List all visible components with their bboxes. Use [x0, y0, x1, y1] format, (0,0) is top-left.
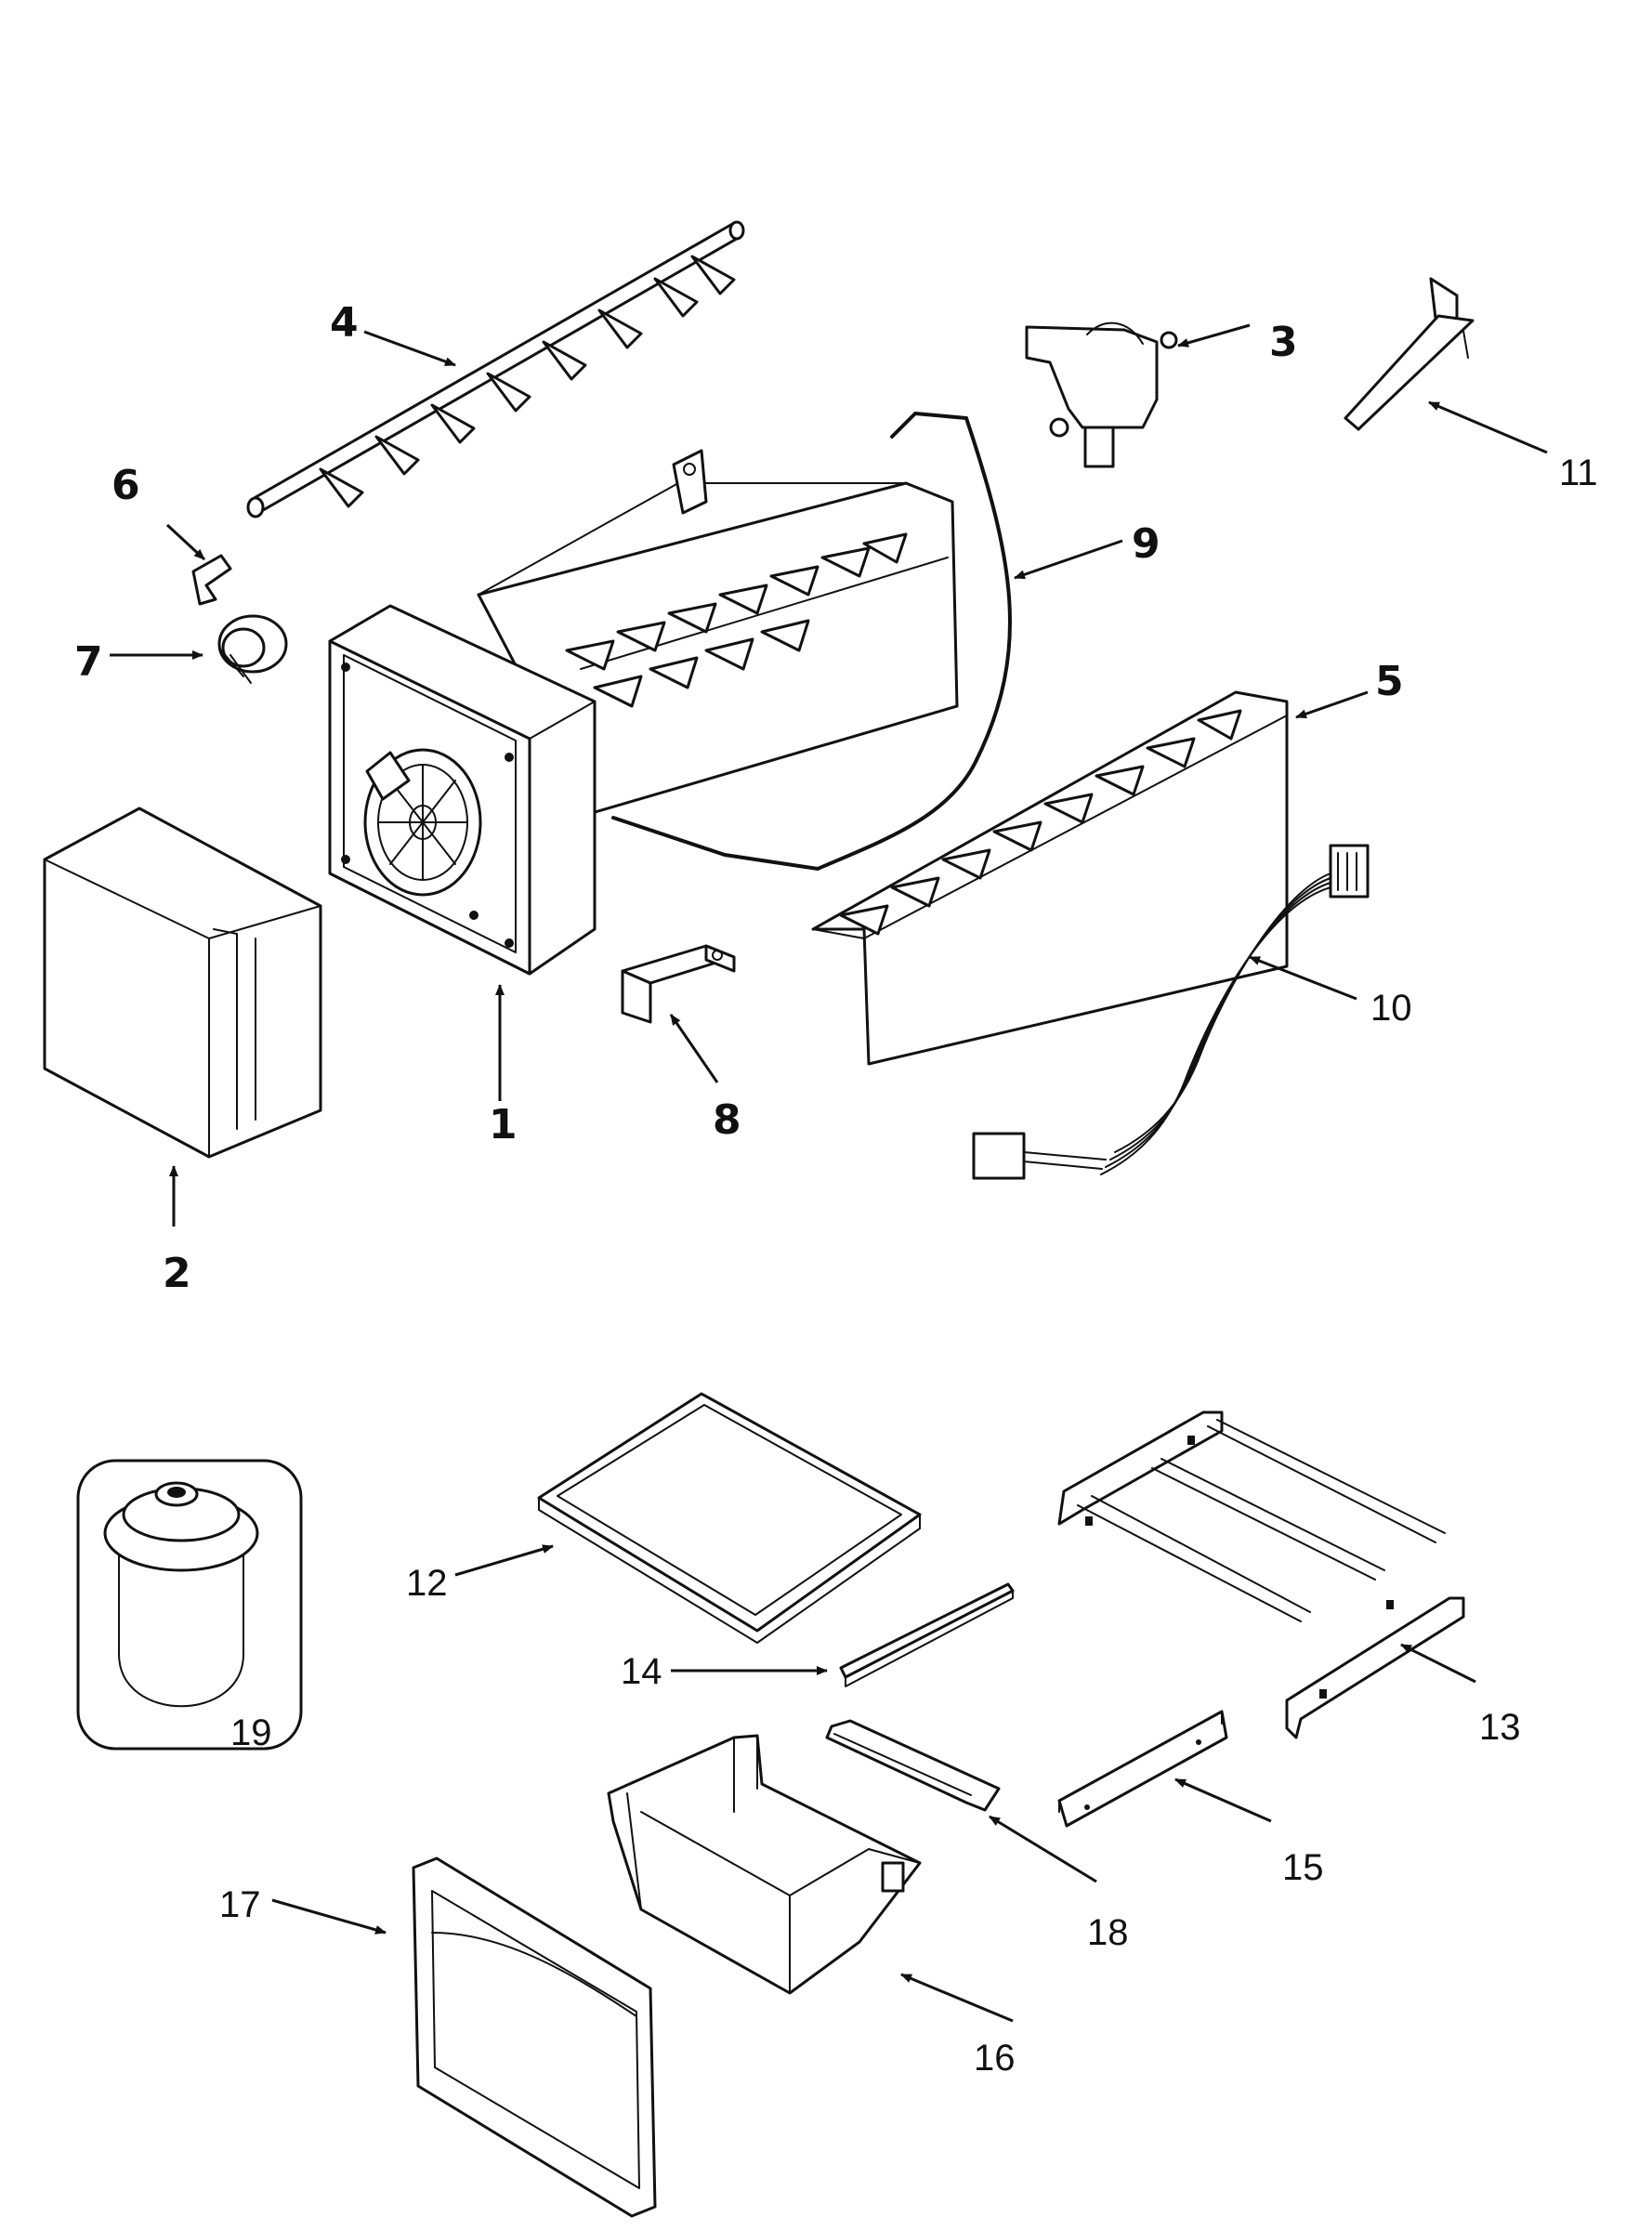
- callout-15: 15: [1282, 1847, 1324, 1888]
- part-shutoff-lever: [1025, 321, 1178, 468]
- callout-17: 17: [219, 1884, 261, 1925]
- part-wire-harness: [972, 844, 1370, 1180]
- part-slide-track: [825, 1719, 1001, 1812]
- part-drawer-front: [412, 1856, 657, 2218]
- part-feeler-arm: [611, 412, 1012, 871]
- callout-3: 3: [1269, 319, 1298, 366]
- part-water-filter: [76, 1459, 303, 1751]
- callout-6: 6: [111, 462, 140, 509]
- part-drawer: [607, 1734, 922, 1995]
- part-bucket-cover: [43, 807, 322, 1159]
- callout-11: 11: [1559, 453, 1598, 493]
- part-rail: [839, 1582, 1015, 1687]
- part-ice-maker-assembly: [328, 449, 959, 976]
- callout-7: 7: [74, 638, 103, 686]
- part-ejector-rod: [246, 220, 745, 518]
- callout-12: 12: [406, 1563, 448, 1604]
- callout-5: 5: [1375, 658, 1404, 705]
- callout-18: 18: [1087, 1912, 1129, 1953]
- part-small-bracket: [621, 944, 736, 1024]
- callout-14: 14: [621, 1651, 662, 1692]
- part-bracket-arm: [1344, 277, 1475, 431]
- part-shelf: [537, 1392, 922, 1644]
- part-drawer-frame: [1057, 1410, 1465, 1739]
- part-clip: [191, 554, 232, 606]
- part-stripper: [811, 690, 1289, 1066]
- part-thermostat: [217, 614, 288, 684]
- callout-1: 1: [489, 1101, 518, 1148]
- callout-2: 2: [163, 1250, 191, 1297]
- callout-10: 10: [1370, 988, 1412, 1029]
- callout-labels: 1 2 3 4 5 6 7 8 9 10 11 12 13 14 15 16 1…: [74, 299, 1598, 2079]
- callout-16: 16: [974, 2038, 1016, 2079]
- callout-19: 19: [230, 1712, 272, 1753]
- callout-13: 13: [1479, 1707, 1521, 1748]
- callout-9: 9: [1132, 520, 1160, 568]
- callout-8: 8: [713, 1096, 741, 1144]
- part-slide: [1057, 1710, 1228, 1828]
- callout-4: 4: [330, 299, 359, 347]
- leader-lines: [110, 323, 1548, 2023]
